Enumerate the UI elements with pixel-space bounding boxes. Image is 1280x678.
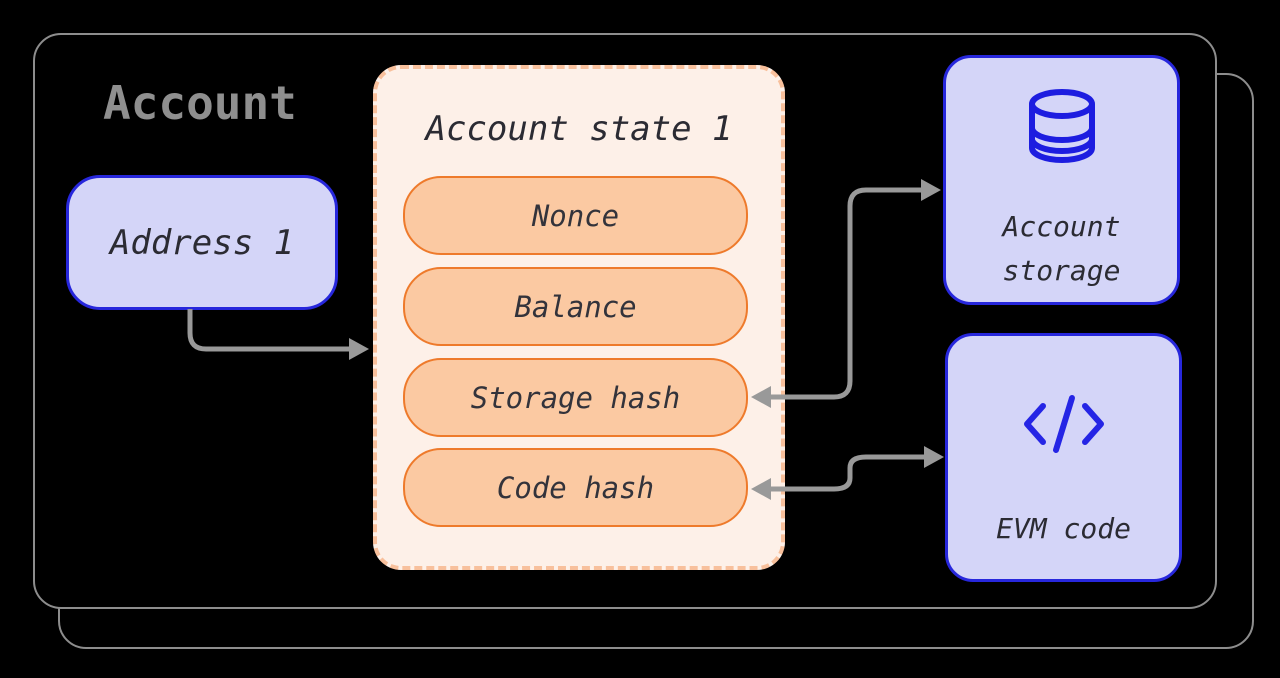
- address-node-label: Address 1: [109, 222, 295, 263]
- evm-code-node: EVM code: [945, 333, 1182, 582]
- nonce-pill: Nonce: [403, 176, 748, 255]
- account-state-panel: Account state 1 Nonce Balance Storage ha…: [373, 65, 785, 570]
- storage-hash-pill-label: Storage hash: [470, 380, 681, 415]
- evm-code-label: EVM code: [996, 512, 1131, 545]
- address-node: Address 1: [66, 175, 338, 310]
- account-storage-label: Account storage: [1002, 210, 1121, 287]
- code-hash-pill-label: Code hash: [496, 470, 655, 505]
- database-icon: [1020, 88, 1104, 179]
- storage-hash-pill: Storage hash: [403, 358, 748, 437]
- account-state-title: Account state 1: [425, 109, 733, 149]
- account-frame-title: Account: [103, 76, 297, 130]
- code-icon: [1016, 392, 1112, 463]
- balance-pill-label: Balance: [514, 289, 637, 324]
- balance-pill: Balance: [403, 267, 748, 346]
- code-hash-pill: Code hash: [403, 448, 748, 527]
- account-storage-node: Account storage: [943, 55, 1180, 305]
- nonce-pill-label: Nonce: [531, 198, 620, 233]
